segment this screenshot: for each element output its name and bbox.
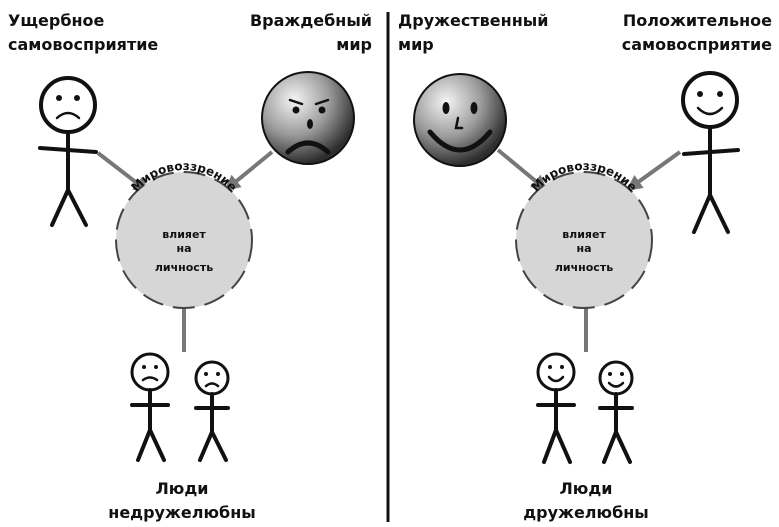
- unfriendly-people: [132, 354, 228, 460]
- friendly-world-ball: [414, 74, 506, 166]
- left-top-left-label-1: Ущербное: [8, 11, 105, 30]
- right-bottom-label-1: Люди: [560, 479, 613, 498]
- right-bottom-label-2: дружелюбны: [523, 503, 649, 522]
- sad-stick-figure: [40, 78, 96, 225]
- worldview-line-2: на: [176, 242, 191, 255]
- happy-stick-figure: [683, 73, 738, 232]
- right-top-left-label-2: мир: [398, 35, 434, 54]
- left-top-right-label-2: мир: [336, 35, 372, 54]
- worldview-circle: Мировоззрение влияет на личность: [116, 159, 252, 308]
- right-panel: Дружественный мир Положительное самовосп…: [398, 11, 772, 522]
- friendly-people: [538, 354, 632, 462]
- right-top-right-label-2: самовосприятие: [622, 35, 772, 54]
- worldview-right-line-1: влияет: [562, 228, 606, 241]
- left-bottom-label-2: недружелюбны: [108, 503, 255, 522]
- worldview-circle-right: Мировоззрение влияет на личность: [516, 159, 652, 308]
- worldview-right-line-3: личность: [555, 261, 613, 274]
- hostile-world-ball: [262, 72, 354, 164]
- right-top-left-label-1: Дружественный: [398, 11, 548, 30]
- left-top-left-label-2: самовосприятие: [8, 35, 158, 54]
- worldview-line-3: личность: [155, 261, 213, 274]
- worldview-right-line-2: на: [576, 242, 591, 255]
- left-top-right-label-1: Враждебный: [250, 11, 372, 30]
- left-panel: Ущербное самовосприятие Враждебный мир: [8, 11, 372, 522]
- left-bottom-label-1: Люди: [156, 479, 209, 498]
- right-top-right-label-1: Положительное: [623, 11, 772, 30]
- worldview-line-1: влияет: [162, 228, 206, 241]
